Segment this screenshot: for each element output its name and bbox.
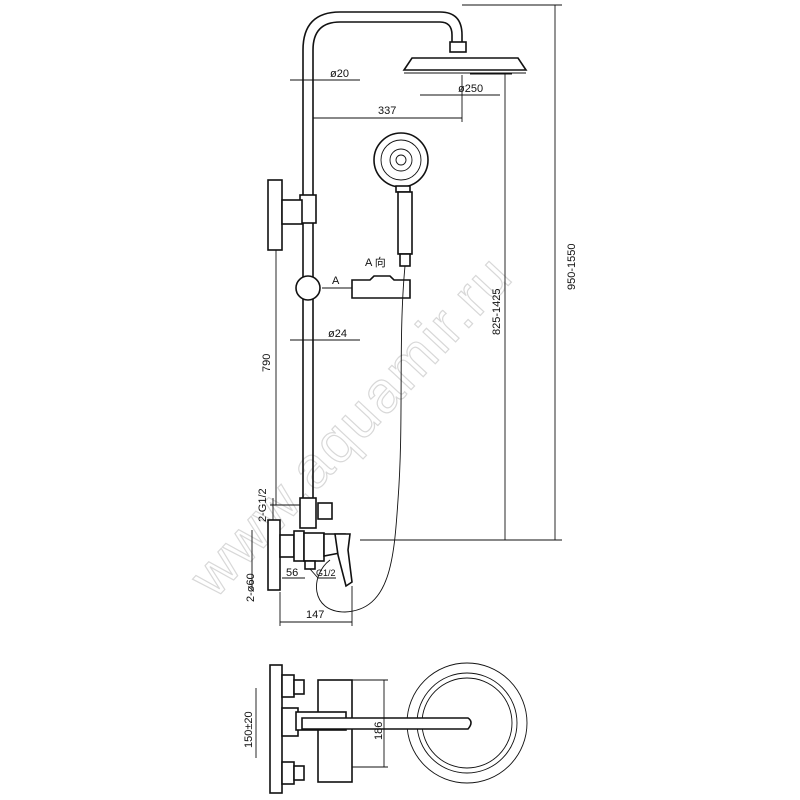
dim-mixer-depth: 147	[279, 586, 353, 626]
drawing-stroke	[299, 497, 317, 529]
dimension-label: 950-1550	[566, 244, 578, 291]
hand-shower	[373, 132, 429, 267]
drawing-stroke	[281, 761, 295, 785]
dimension-label: 150±20	[243, 711, 255, 748]
drawing-stroke	[301, 717, 472, 730]
drawing-stroke	[279, 534, 295, 558]
dimension-label: 790	[261, 354, 273, 372]
drawing-stroke	[281, 199, 303, 225]
wall-bracket	[267, 179, 303, 251]
drawing-stroke	[449, 41, 467, 53]
dimension-label: 186	[373, 722, 385, 740]
dim-mixer-width: 186	[352, 679, 388, 768]
dim-total-height: 950-1550	[360, 4, 578, 541]
dim-rail-diameter: ø24	[290, 328, 360, 341]
drawing-stroke	[402, 57, 528, 71]
drawing-stroke	[334, 533, 353, 588]
drawing-stroke	[373, 132, 429, 188]
drawing-stroke	[317, 679, 353, 783]
dimension-label: G1/2	[316, 568, 336, 578]
drawing-stroke	[351, 275, 411, 299]
dimension-label: 2-ø60	[245, 573, 257, 602]
drawing-stroke	[293, 530, 305, 562]
dimension-label: 825-1425	[491, 289, 503, 336]
dimension-label: 56	[286, 567, 298, 579]
drawing-stroke	[267, 519, 281, 591]
drawing-stroke	[389, 148, 413, 172]
drawing-stroke	[293, 765, 305, 781]
slide-bracket: A A 向	[295, 194, 411, 301]
drawing-stroke	[304, 560, 316, 570]
shower-hose	[316, 265, 406, 613]
drawing-stroke	[380, 139, 422, 181]
dim-outlet-thread: G1/2	[309, 568, 336, 579]
watermark: www.aquamir.ru	[176, 242, 525, 609]
dimension-label: ø250	[458, 83, 483, 95]
drawing-stroke	[312, 21, 453, 500]
top-view	[269, 662, 528, 794]
drawing-stroke	[281, 674, 295, 698]
drawing-stroke	[397, 191, 413, 255]
riser-pipe	[302, 11, 463, 500]
dimension-label: A	[332, 275, 340, 287]
dim-rail-height: 790	[261, 250, 300, 506]
dimension-label: ø20	[330, 68, 349, 80]
drawing-stroke	[317, 502, 333, 520]
drawing-stroke	[395, 185, 411, 193]
drawing-stroke	[302, 11, 463, 500]
dim-flange-diameter: 2-ø60	[245, 530, 257, 602]
shower-head	[402, 41, 528, 74]
dim-head-diameter: ø250	[420, 83, 500, 96]
dim-inlet-spacing: 150±20	[243, 688, 257, 758]
dimension-label: ø24	[328, 328, 347, 340]
drawing-stroke	[293, 679, 305, 695]
drawing-stroke	[309, 568, 319, 579]
dimension-label: 337	[378, 105, 396, 117]
dimension-label: A 向	[365, 255, 386, 269]
dim-inlet-thread: 2-G1/2	[257, 488, 274, 522]
mixer-valve	[267, 497, 353, 591]
dimension-label: 147	[306, 609, 324, 621]
drawing-stroke	[303, 532, 325, 562]
dim-pipe-diameter: ø20	[290, 68, 360, 81]
drawing-stroke	[267, 179, 283, 251]
drawing-stroke	[295, 275, 321, 301]
dim-head-height: 825-1425	[470, 73, 512, 540]
drawing-stroke	[399, 253, 411, 267]
drawing-stroke	[269, 664, 283, 794]
dim-arm-reach: 337	[313, 75, 463, 122]
dim-mixer-offset: 56	[282, 567, 305, 579]
drawing-stroke	[395, 154, 407, 166]
dimension-label: 2-G1/2	[257, 488, 269, 522]
